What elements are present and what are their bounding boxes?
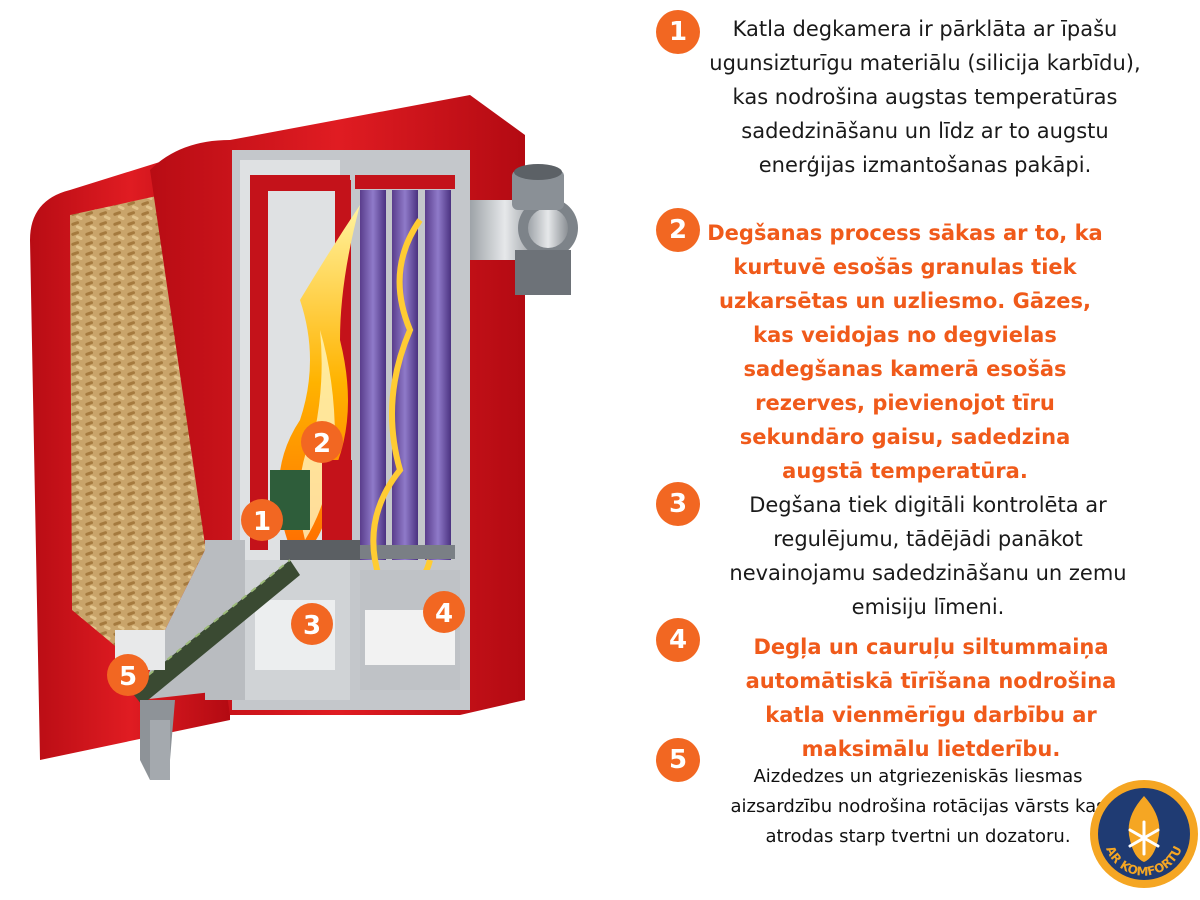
svg-text:2: 2 <box>313 429 331 459</box>
boiler-cutaway-diagram: 1 2 3 4 5 <box>30 95 578 780</box>
callout-text-2: Degšanas process sākas ar to, ka kurtuvē… <box>707 221 1103 483</box>
callout-badge-1: 1 <box>656 10 700 54</box>
callout-text-5: Aizdedzes un atgriezeniskās liesmas aizs… <box>730 766 1106 847</box>
auger-conveyor <box>130 560 300 705</box>
callout-badge-4: 4 <box>656 618 700 662</box>
diagram-label-2: 2 <box>301 421 343 463</box>
callout-text-4: Degļa un cauruļu siltummaiņa automātiskā… <box>745 635 1117 761</box>
callout-text-3: Degšana tiek digitāli kontrolēta ar regu… <box>729 493 1127 619</box>
diagram-label-1: 1 <box>241 499 283 541</box>
svg-text:5: 5 <box>119 662 137 692</box>
callout-badge-2: 2 <box>656 208 700 252</box>
callout-text-1: Katla degkamera ir pārklāta ar īpašu ugu… <box>709 17 1141 177</box>
svg-text:3: 3 <box>303 611 321 641</box>
svg-text:4: 4 <box>435 599 453 629</box>
callout-badge-5: 5 <box>656 738 700 782</box>
diagram-label-3: 3 <box>291 603 333 645</box>
svg-text:1: 1 <box>253 507 271 537</box>
callout-badge-3: 3 <box>656 482 700 526</box>
diagram-label-5: 5 <box>107 654 149 696</box>
diagram-label-4: 4 <box>423 591 465 633</box>
ar-komfortu-logo: AR KOMFORTU <box>1090 780 1198 888</box>
